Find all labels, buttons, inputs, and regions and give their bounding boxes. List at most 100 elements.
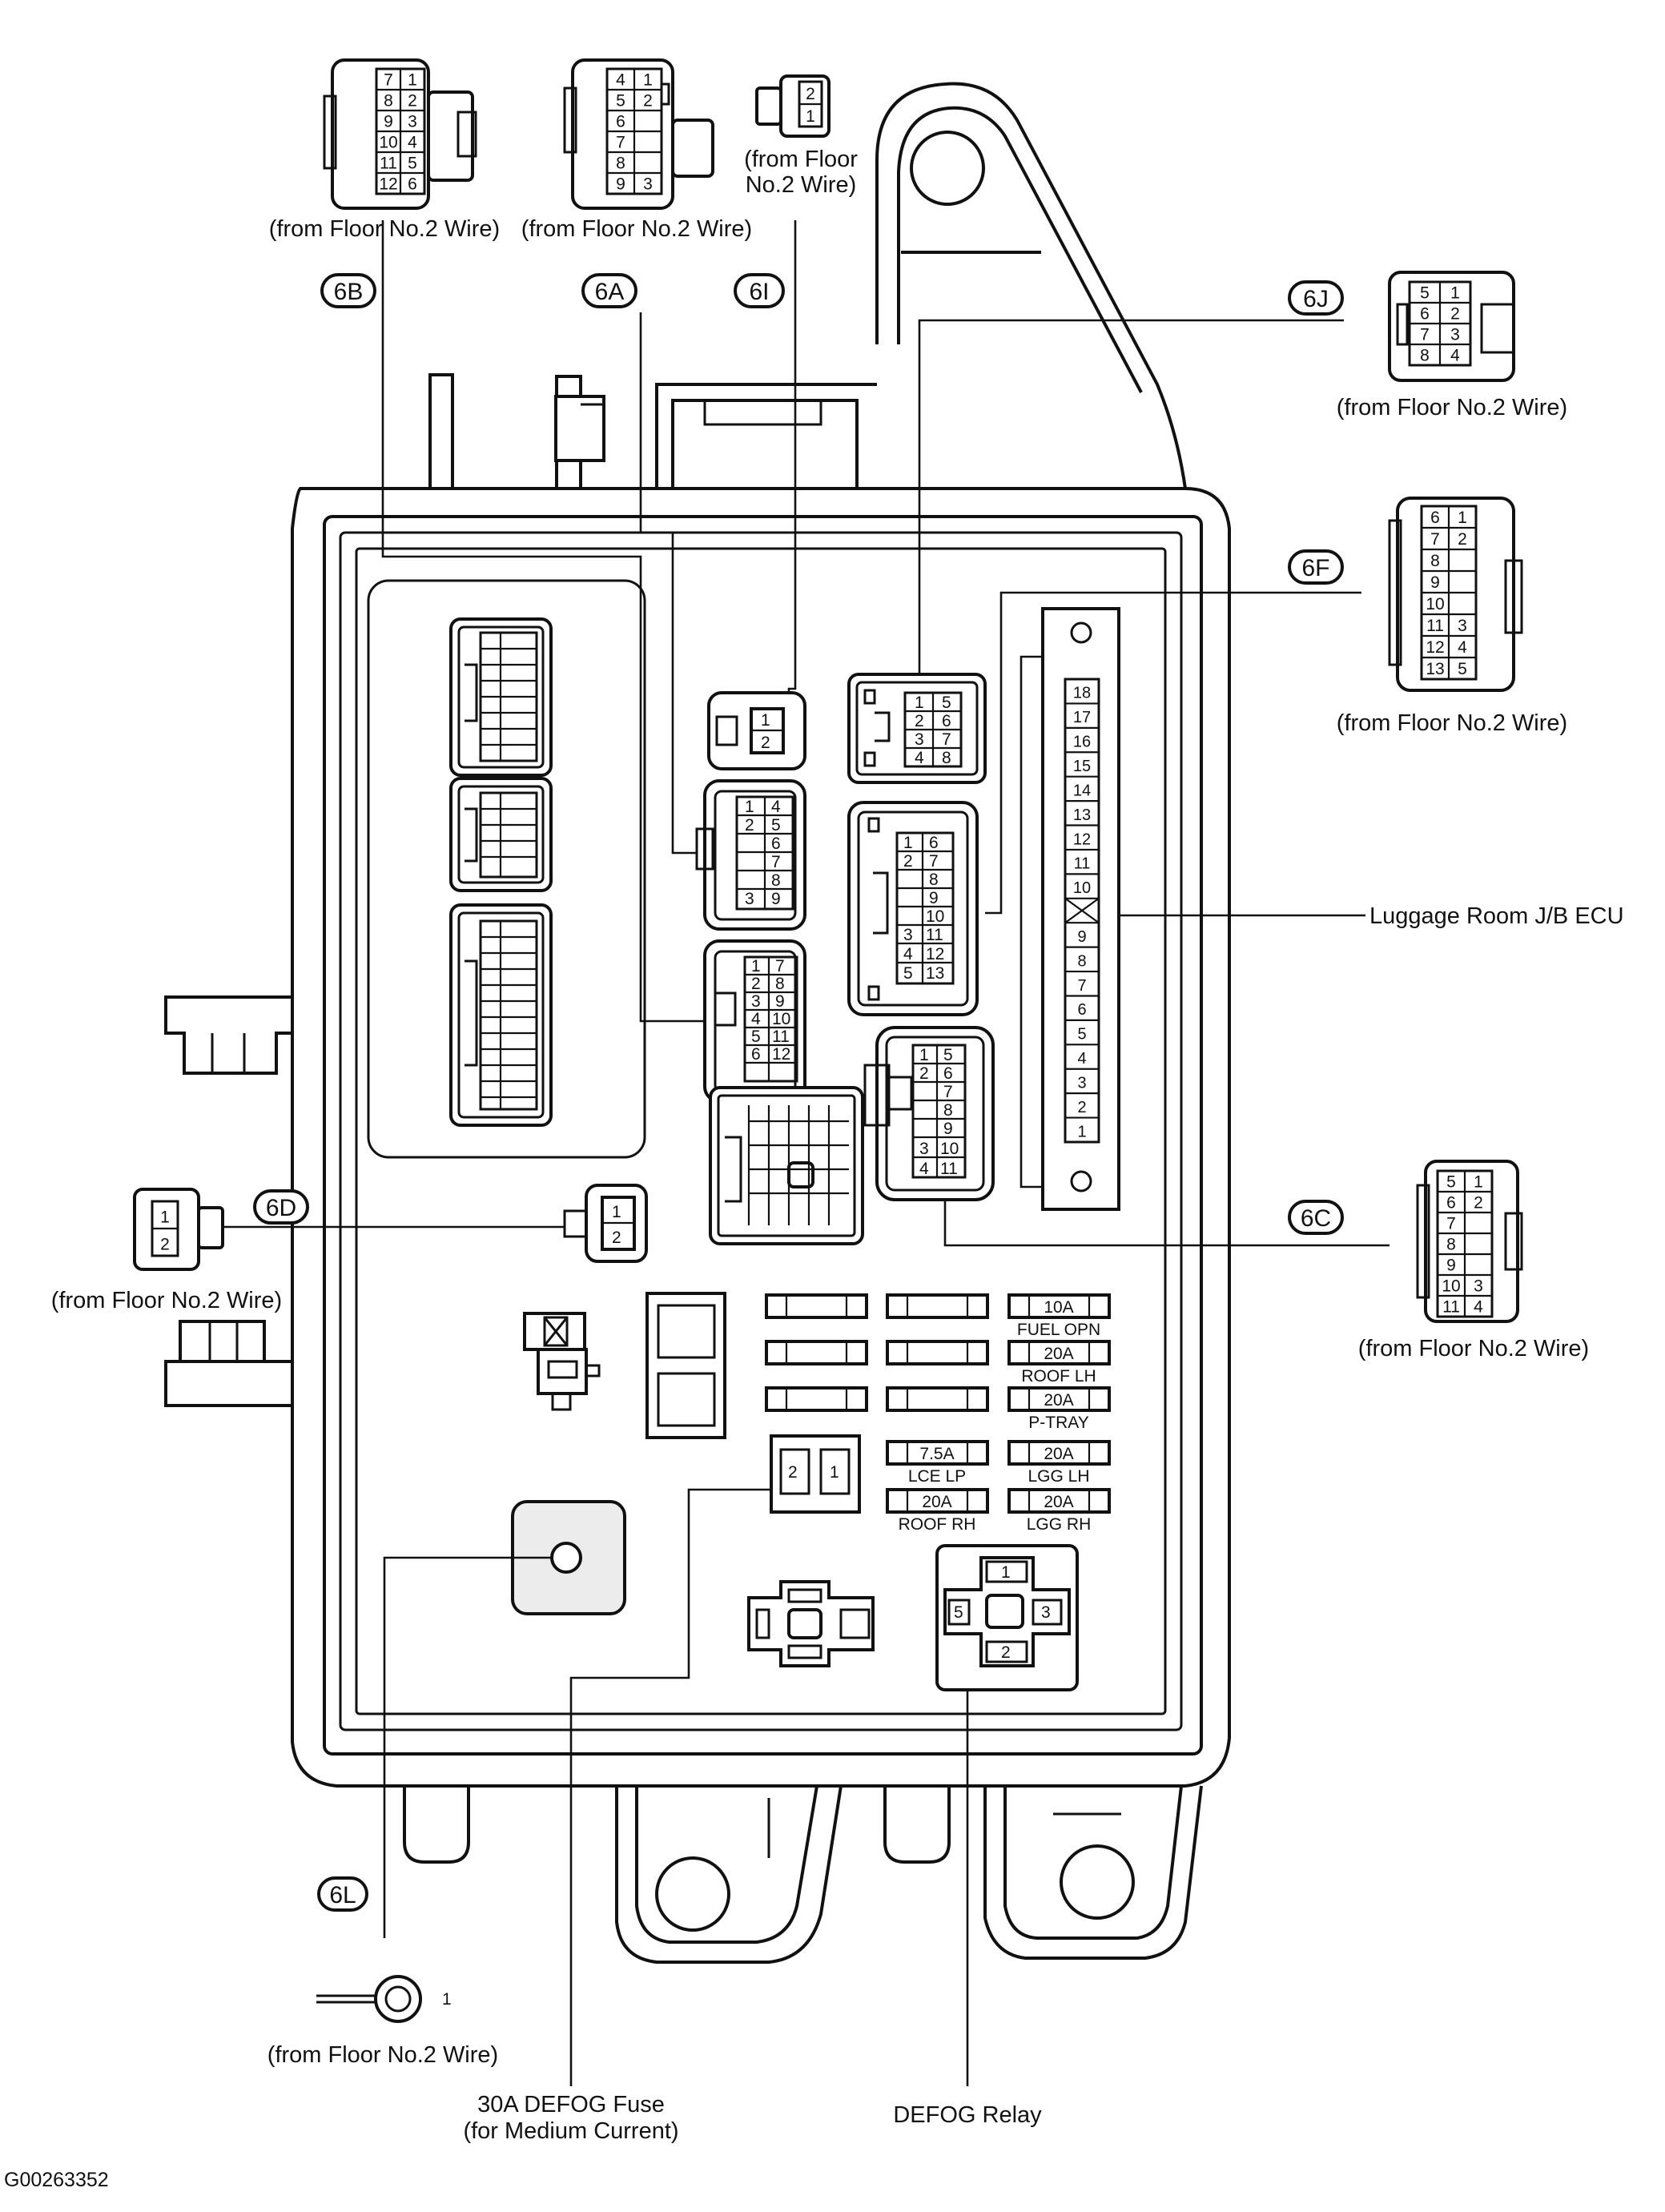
pin-number: 9 bbox=[384, 112, 393, 131]
pin-number: 2 bbox=[788, 1463, 798, 1482]
code-label-6c: 6C bbox=[1301, 1205, 1331, 1232]
ecu-pin-number: 3 bbox=[1077, 1074, 1086, 1092]
ecu-pin-number: 18 bbox=[1073, 685, 1091, 702]
pin-number: 9 bbox=[943, 1120, 953, 1138]
pin-number: 3 bbox=[1474, 1277, 1483, 1295]
pin-number: 5 bbox=[751, 1028, 761, 1046]
pin-number: 9 bbox=[771, 890, 781, 908]
pin-number: 8 bbox=[384, 91, 393, 110]
ecu-pin-number: 15 bbox=[1073, 758, 1091, 775]
pin-number: 11 bbox=[772, 1028, 790, 1046]
pin-number: 5 bbox=[943, 1046, 953, 1064]
pin-number: 7 bbox=[616, 133, 625, 151]
pin-number: 12 bbox=[379, 175, 397, 193]
pin-number: 8 bbox=[929, 871, 939, 889]
defog-relay-label: DEFOG Relay bbox=[893, 2102, 1042, 2128]
pin-number: 3 bbox=[919, 1140, 929, 1158]
source-label-6i-line1: (from Floor bbox=[744, 147, 858, 172]
source-label-6l: (from Floor No.2 Wire) bbox=[267, 2042, 498, 2068]
pin-number: 8 bbox=[1446, 1235, 1456, 1253]
pin-number: 2 bbox=[643, 91, 653, 110]
fuse-name: LGG LH bbox=[1028, 1467, 1089, 1486]
ecu-pin-number: 6 bbox=[1077, 1001, 1086, 1019]
defog-fuse-30a: 2 1 bbox=[770, 1434, 861, 1514]
pin-number: 6 bbox=[943, 1064, 953, 1083]
pin-number: 13 bbox=[926, 964, 944, 983]
pin-number: 12 bbox=[926, 945, 944, 963]
pin-number: 8 bbox=[775, 975, 785, 993]
pin-number: 9 bbox=[1430, 573, 1440, 592]
pin-number: 5 bbox=[771, 816, 781, 835]
figure-id: G00263352 bbox=[4, 2169, 109, 2191]
source-label-6d: (from Floor No.2 Wire) bbox=[51, 1288, 282, 1313]
relay-socket-small bbox=[523, 1312, 601, 1411]
board-connector-6c: 1 5 2 6 7 8 9 3 10 4 11 bbox=[863, 1026, 995, 1201]
pin-number: 1 bbox=[903, 834, 913, 852]
code-label-6j: 6J bbox=[1303, 286, 1329, 312]
pin-number: 9 bbox=[616, 175, 625, 193]
pin-number: 1 bbox=[830, 1463, 839, 1482]
pin-number: 6 bbox=[771, 835, 781, 853]
source-label-6j: (from Floor No.2 Wire) bbox=[1337, 395, 1567, 420]
pin-number: 12 bbox=[772, 1045, 790, 1064]
pin-number: 7 bbox=[771, 853, 781, 871]
code-label-6f: 6F bbox=[1301, 555, 1329, 581]
pin-number: 2 bbox=[806, 85, 815, 103]
fuse-amp: 7.5A bbox=[919, 1445, 954, 1463]
ecu-label: Luggage Room J/B ECU bbox=[1369, 903, 1624, 929]
pin-number: 2 bbox=[160, 1236, 170, 1254]
pin-number: 3 bbox=[745, 890, 754, 908]
junction-block-housing bbox=[164, 82, 1231, 1964]
board-connector-6b-mid bbox=[449, 777, 553, 892]
ecu-pin-number: 8 bbox=[1077, 952, 1086, 970]
pin-number: 7 bbox=[1430, 530, 1440, 549]
pin-number: 5 bbox=[1446, 1172, 1456, 1191]
code-label-6l: 6L bbox=[329, 1882, 356, 1908]
board-connector-6a: 1 4 2 5 6 7 8 3 9 bbox=[695, 779, 806, 931]
pin-number: 1 bbox=[160, 1209, 170, 1227]
pin-number: 3 bbox=[408, 112, 417, 131]
fuse-name: P-TRAY bbox=[1028, 1414, 1088, 1432]
pin-number: 6 bbox=[616, 112, 625, 131]
ecu-pin-number: 9 bbox=[1077, 928, 1086, 946]
pin-number: 4 bbox=[915, 749, 924, 767]
code-badges: 6B 6A 6I 6J 6F 6C 6D 6L bbox=[253, 273, 1344, 1912]
terminal-number: 1 bbox=[442, 1990, 452, 2009]
pin-number: 5 bbox=[616, 91, 625, 110]
pin-number: 2 bbox=[1474, 1193, 1483, 1212]
pin-number: 1 bbox=[1001, 1563, 1011, 1582]
ecu-pin-number: 11 bbox=[1074, 855, 1091, 873]
board-connector-6b-top bbox=[449, 617, 553, 777]
fuse-amp: 10A bbox=[1044, 1298, 1073, 1317]
ecu-pin-number: 4 bbox=[1077, 1050, 1086, 1068]
pin-number: 11 bbox=[1426, 617, 1444, 635]
source-label-6c: (from Floor No.2 Wire) bbox=[1358, 1336, 1589, 1361]
pin-number: 6 bbox=[942, 712, 951, 730]
pin-number: 7 bbox=[1420, 325, 1430, 344]
fuse-column-1 bbox=[765, 1293, 868, 1412]
pin-number: 11 bbox=[1442, 1297, 1460, 1316]
pin-number: 5 bbox=[903, 964, 913, 983]
fuse-amp: 20A bbox=[1044, 1345, 1073, 1363]
pin-number: 13 bbox=[1426, 660, 1444, 678]
pin-number: 5 bbox=[408, 154, 417, 172]
code-label-6d: 6D bbox=[266, 1195, 296, 1221]
pin-number: 5 bbox=[942, 694, 951, 712]
fuse-column-3: 10A FUEL OPN 20A ROOF LH 20A P-TRAY 20A … bbox=[1007, 1293, 1111, 1534]
pin-number: 4 bbox=[408, 133, 417, 151]
pin-number: 2 bbox=[408, 91, 417, 110]
ecu-pin-number: 14 bbox=[1073, 782, 1091, 799]
fuse-name: FUEL OPN bbox=[1017, 1321, 1100, 1339]
fuse-name: ROOF RH bbox=[899, 1515, 976, 1534]
pin-number: 11 bbox=[940, 1160, 958, 1178]
ecu-pin-number: 17 bbox=[1073, 709, 1091, 726]
fuse-column-2: 7.5A LCE LP 20A ROOF RH bbox=[886, 1293, 989, 1534]
pin-number: 2 bbox=[915, 712, 924, 730]
